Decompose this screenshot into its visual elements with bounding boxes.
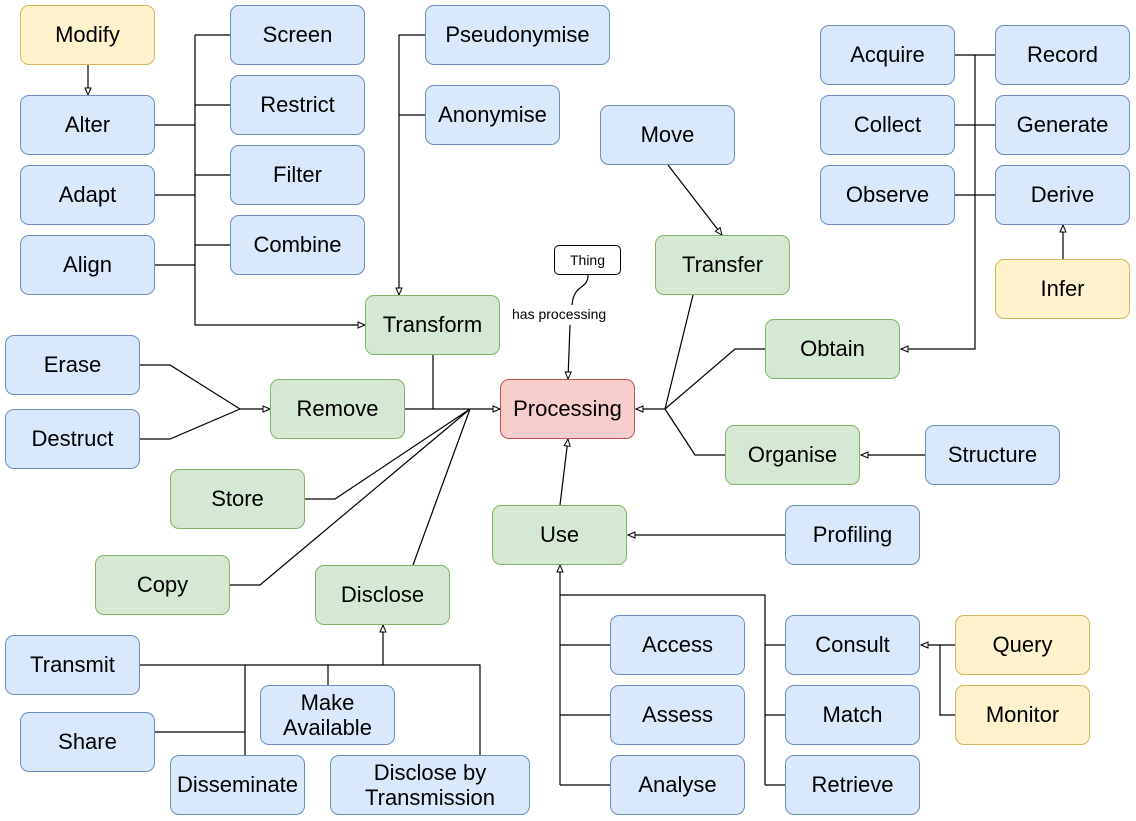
node-acquire[interactable]: Acquire bbox=[820, 25, 955, 85]
node-copy[interactable]: Copy bbox=[95, 555, 230, 615]
node-destruct[interactable]: Destruct bbox=[5, 409, 140, 469]
node-store[interactable]: Store bbox=[170, 469, 305, 529]
node-modify[interactable]: Modify bbox=[20, 5, 155, 65]
node-use[interactable]: Use bbox=[492, 505, 627, 565]
node-organise[interactable]: Organise bbox=[725, 425, 860, 485]
node-transform[interactable]: Transform bbox=[365, 295, 500, 355]
node-analyse[interactable]: Analyse bbox=[610, 755, 745, 815]
node-disclose-by-transmission[interactable]: Disclose by Transmission bbox=[330, 755, 530, 815]
node-disclose[interactable]: Disclose bbox=[315, 565, 450, 625]
node-observe[interactable]: Observe bbox=[820, 165, 955, 225]
node-derive[interactable]: Derive bbox=[995, 165, 1130, 225]
node-adapt[interactable]: Adapt bbox=[20, 165, 155, 225]
node-move[interactable]: Move bbox=[600, 105, 735, 165]
node-share[interactable]: Share bbox=[20, 712, 155, 772]
node-transfer[interactable]: Transfer bbox=[655, 235, 790, 295]
node-make-available[interactable]: Make Available bbox=[260, 685, 395, 745]
edge-label-has-processing: has processing bbox=[512, 306, 607, 322]
node-structure[interactable]: Structure bbox=[925, 425, 1060, 485]
node-combine[interactable]: Combine bbox=[230, 215, 365, 275]
edge-trunk-transform bbox=[194, 35, 367, 329]
node-query[interactable]: Query bbox=[955, 615, 1090, 675]
node-monitor[interactable]: Monitor bbox=[955, 685, 1090, 745]
node-align[interactable]: Align bbox=[20, 235, 155, 295]
node-generate[interactable]: Generate bbox=[995, 95, 1130, 155]
node-record[interactable]: Record bbox=[995, 25, 1130, 85]
node-assess[interactable]: Assess bbox=[610, 685, 745, 745]
node-transmit[interactable]: Transmit bbox=[5, 635, 140, 695]
edge-trunk-obtain bbox=[899, 55, 976, 353]
node-alter[interactable]: Alter bbox=[20, 95, 155, 155]
node-pseudonymise[interactable]: Pseudonymise bbox=[425, 5, 610, 65]
node-profiling[interactable]: Profiling bbox=[785, 505, 920, 565]
node-screen[interactable]: Screen bbox=[230, 5, 365, 65]
node-match[interactable]: Match bbox=[785, 685, 920, 745]
edge-use-processing bbox=[559, 437, 571, 506]
node-access[interactable]: Access bbox=[610, 615, 745, 675]
node-consult[interactable]: Consult bbox=[785, 615, 920, 675]
node-processing[interactable]: Processing bbox=[500, 379, 635, 439]
edge-move-transfer bbox=[667, 164, 723, 237]
node-obtain[interactable]: Obtain bbox=[765, 319, 900, 379]
edge-pseudo-transform bbox=[395, 34, 425, 297]
node-filter[interactable]: Filter bbox=[230, 145, 365, 205]
node-disseminate[interactable]: Disseminate bbox=[170, 755, 305, 815]
node-collect[interactable]: Collect bbox=[820, 95, 955, 155]
node-restrict[interactable]: Restrict bbox=[230, 75, 365, 135]
node-thing[interactable]: Thing bbox=[554, 245, 621, 275]
node-remove[interactable]: Remove bbox=[270, 379, 405, 439]
node-infer[interactable]: Infer bbox=[995, 259, 1130, 319]
node-erase[interactable]: Erase bbox=[5, 335, 140, 395]
edge-thing-processing bbox=[568, 274, 589, 379]
node-anonymise[interactable]: Anonymise bbox=[425, 85, 560, 145]
node-retrieve[interactable]: Retrieve bbox=[785, 755, 920, 815]
